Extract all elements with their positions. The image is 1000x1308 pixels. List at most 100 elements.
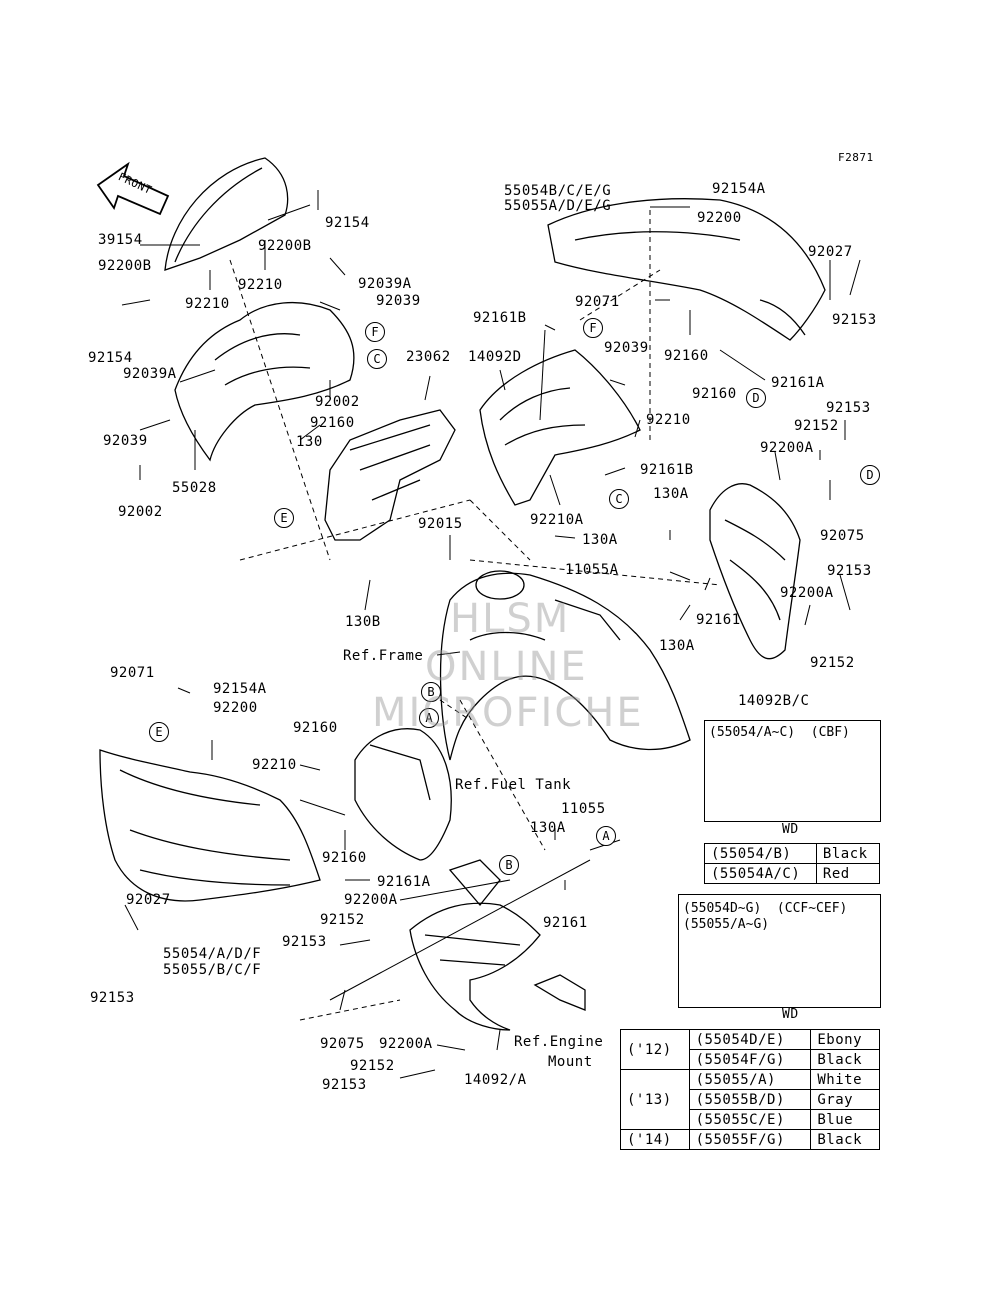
part-label: 130A	[530, 820, 566, 836]
callout-marker: C	[367, 349, 387, 369]
part-label: 92039	[604, 340, 649, 356]
part-label: 14092B/C	[738, 693, 810, 709]
part-label: 92015	[418, 516, 463, 532]
part-label: 92200A	[344, 892, 398, 908]
ccf-box-title: (55054D~G) (CCF~CEF)	[683, 901, 848, 916]
dashed-leaders	[229, 210, 721, 1021]
part-label: 92027	[126, 892, 171, 908]
part-label: Ref.Frame	[343, 648, 424, 664]
part-label: 92153	[90, 990, 135, 1006]
part-label: 14092D	[468, 349, 522, 365]
part-label: 92002	[118, 504, 163, 520]
part-label: 92039	[103, 433, 148, 449]
part-label: 130B	[345, 614, 381, 630]
table-row: ('12)(55054D/E)Ebony	[620, 1029, 880, 1070]
part-label: 92039A	[123, 366, 177, 382]
table-cell: (55055/A)	[688, 1069, 812, 1090]
part-label: 14092/A	[464, 1072, 527, 1088]
part-label: 92075	[320, 1036, 365, 1052]
callout-marker: A	[419, 708, 439, 728]
part-label: 92200	[213, 700, 258, 716]
part-label: Ref.Engine	[514, 1034, 604, 1050]
meter-cover	[479, 349, 641, 506]
table-cell: (55054/B)	[704, 843, 817, 864]
callout-marker: B	[499, 855, 519, 875]
table-cell: (55054A/C)	[704, 863, 817, 884]
part-label: 92160	[322, 850, 367, 866]
part-label: 92160	[692, 386, 737, 402]
part-label: 130	[296, 434, 323, 450]
callout-marker: D	[746, 388, 766, 408]
part-label: 92210A	[530, 512, 584, 528]
side-cowl-left	[99, 749, 321, 902]
part-label: 130A	[653, 486, 689, 502]
part-label: 92071	[110, 665, 155, 681]
part-label: 92200A	[379, 1036, 433, 1052]
table-cell: Black	[815, 843, 881, 864]
callout-marker: D	[860, 465, 880, 485]
part-label: 55055A/D/E/G	[504, 198, 612, 214]
part-label: 92210	[185, 296, 230, 312]
windscreen	[164, 157, 289, 271]
part-label: 92161A	[377, 874, 431, 890]
table-cell: Red	[815, 863, 881, 884]
table-cell: (55055B/D)	[688, 1089, 812, 1110]
part-label: 130A	[582, 532, 618, 548]
table-row: (55054/B)Black	[704, 843, 881, 864]
table-cell: (55055F/G)	[688, 1129, 812, 1150]
part-label: 92200B	[258, 238, 312, 254]
watermark-line: HLSM	[450, 596, 571, 642]
part-label: Mount	[548, 1054, 593, 1070]
ccf-wd-label: WD	[782, 1007, 799, 1022]
part-label: 92153	[322, 1077, 367, 1093]
watermark-line: ONLINE	[425, 644, 588, 690]
part-label: 92002	[315, 394, 360, 410]
table-cell: Ebony	[810, 1029, 880, 1050]
table-cell: Blue	[810, 1109, 880, 1130]
part-label: 11055	[561, 801, 606, 817]
callout-marker: A	[596, 826, 616, 846]
part-label: 92200B	[98, 258, 152, 274]
cbf-variant-box: (55054/A~C) (CBF)	[704, 720, 881, 822]
part-label: 92152	[350, 1058, 395, 1074]
front-arrow-icon	[96, 161, 170, 216]
part-label: 11055A	[565, 562, 619, 578]
part-label: 23062	[406, 349, 451, 365]
callout-marker: E	[149, 722, 169, 742]
part-label: 92153	[826, 400, 871, 416]
table-row: (55054A/C)Red	[704, 863, 881, 884]
table-cell: (55055C/E)	[688, 1109, 812, 1130]
part-label: 55054B/C/E/G	[504, 183, 612, 199]
color-year-table: ('12)(55054D/E)Ebony (55054F/G)Black ('1…	[620, 1029, 880, 1150]
callout-marker: E	[274, 508, 294, 528]
part-label: 92160	[293, 720, 338, 736]
part-label: 92160	[664, 348, 709, 364]
part-label: 55054/A/D/F	[163, 946, 262, 962]
part-label: 92153	[827, 563, 872, 579]
part-label: 39154	[98, 232, 143, 248]
table-cell: (55054D/E)	[688, 1029, 812, 1050]
part-label: 92039	[376, 293, 421, 309]
cbf-box-title: (55054/A~C) (CBF)	[709, 725, 850, 740]
part-label: 92161	[543, 915, 588, 931]
part-label: 92153	[282, 934, 327, 950]
callout-marker: B	[421, 682, 441, 702]
part-label: 92039A	[358, 276, 412, 292]
part-label: 92161	[696, 612, 741, 628]
cbf-wd-label: WD	[782, 822, 799, 837]
table-row: (55055C/E)Blue	[621, 1109, 880, 1130]
part-label: 92200	[697, 210, 742, 226]
inner-panel-right	[709, 483, 801, 660]
part-label: 92161A	[771, 375, 825, 391]
watermark-line: MICROFICHE	[372, 690, 644, 736]
part-label: 92210	[646, 412, 691, 428]
leader-lines	[121, 190, 861, 1079]
table-cell: ('12)	[620, 1029, 690, 1070]
part-label: 92154	[325, 215, 370, 231]
part-label: 55028	[172, 480, 217, 496]
table-cell: (55054F/G)	[688, 1049, 812, 1070]
table-cell: Black	[810, 1049, 880, 1070]
figure-id: F2871	[838, 151, 874, 164]
upper-cowl-inner	[174, 301, 355, 462]
part-label: 92200A	[780, 585, 834, 601]
